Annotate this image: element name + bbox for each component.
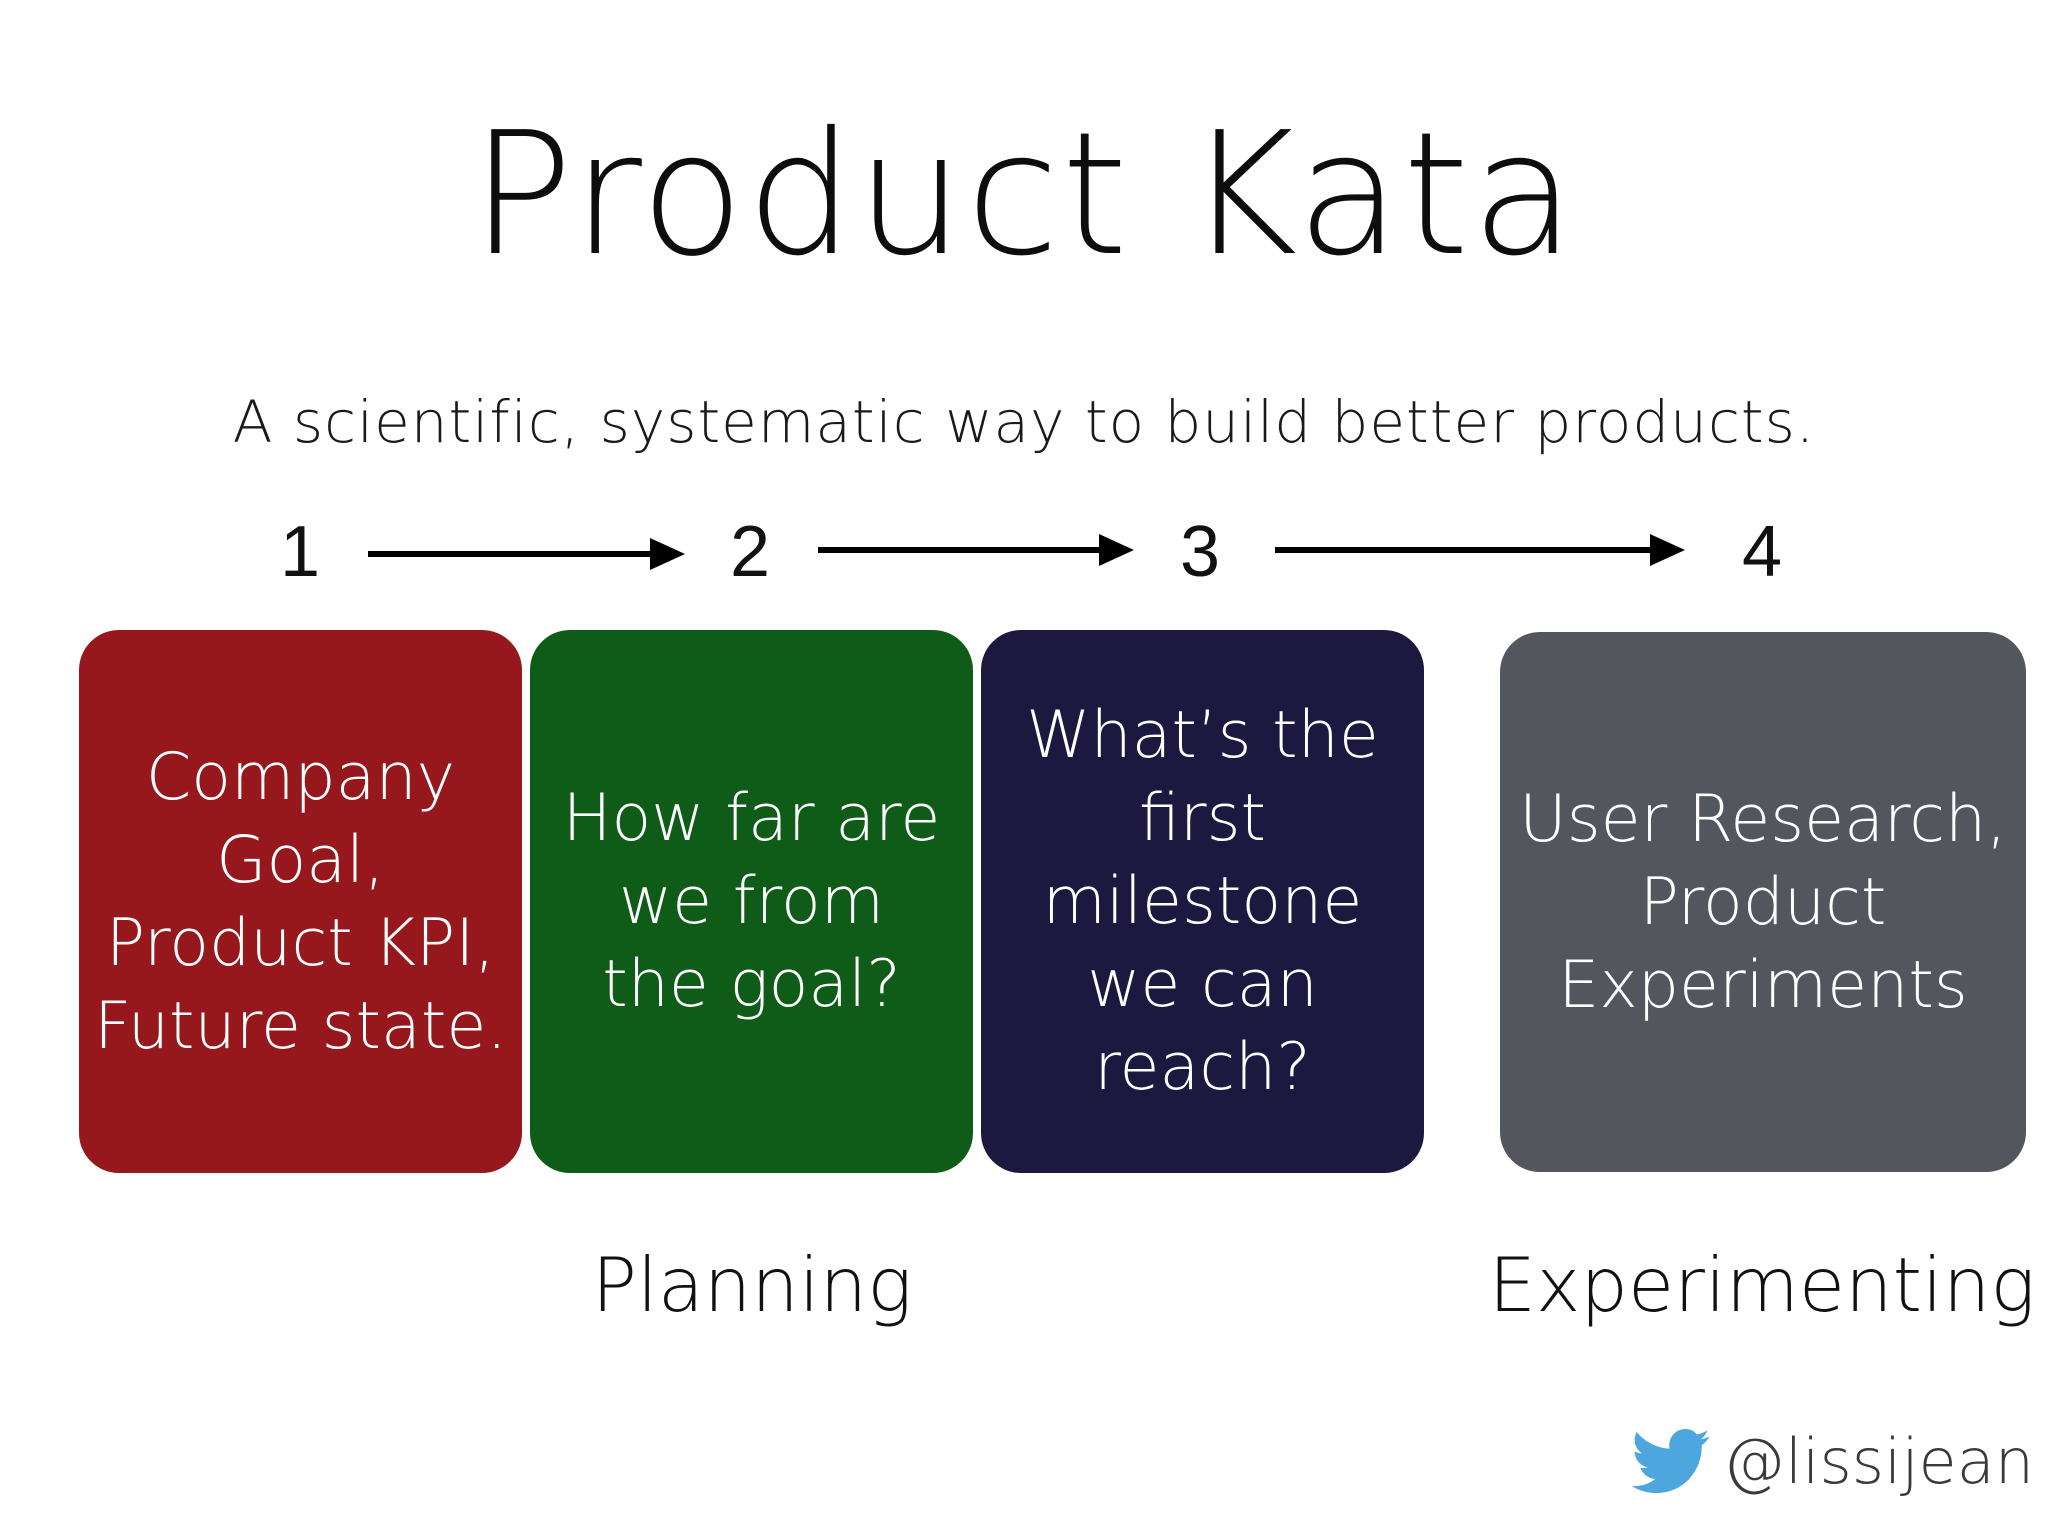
- step-number-4: 4: [1741, 512, 1783, 592]
- step-card-2: How far are we from the goal?: [530, 630, 973, 1173]
- step-card-4-text: User Research, Product Experiments: [1519, 781, 2007, 1023]
- twitter-handle-group: @lissijean: [1631, 1422, 2034, 1502]
- arrow-2-to-3: [818, 534, 1134, 566]
- twitter-handle: @lissijean: [1723, 1425, 2034, 1498]
- step-number-1: 1: [279, 512, 321, 592]
- step-card-1-text: Company Goal, Product KPI, Future state.: [94, 739, 507, 1064]
- step-card-3: What’s the first milestone we can reach?: [981, 630, 1424, 1173]
- phase-label-experimenting: Experimenting: [1488, 1241, 2036, 1329]
- slide-subtitle: A scientific, systematic way to build be…: [232, 388, 1816, 456]
- phase-label-planning: Planning: [591, 1241, 913, 1329]
- step-card-3-text: What’s the first milestone we can reach?: [1026, 698, 1379, 1105]
- twitter-bird-shape: [1631, 1429, 1710, 1493]
- step-card-1: Company Goal, Product KPI, Future state.: [79, 630, 522, 1173]
- step-arrows: [368, 534, 1685, 570]
- step-card-2-text: How far are we from the goal?: [562, 781, 941, 1022]
- step-number-2: 2: [729, 512, 771, 592]
- arrow-1-to-2: [368, 538, 685, 570]
- step-card-4: User Research, Product Experiments: [1500, 632, 2026, 1172]
- twitter-bird-icon: [1631, 1429, 1710, 1493]
- slide-title: Product Kata: [470, 96, 1578, 294]
- step-number-3: 3: [1179, 512, 1221, 592]
- arrow-3-to-4: [1275, 534, 1685, 566]
